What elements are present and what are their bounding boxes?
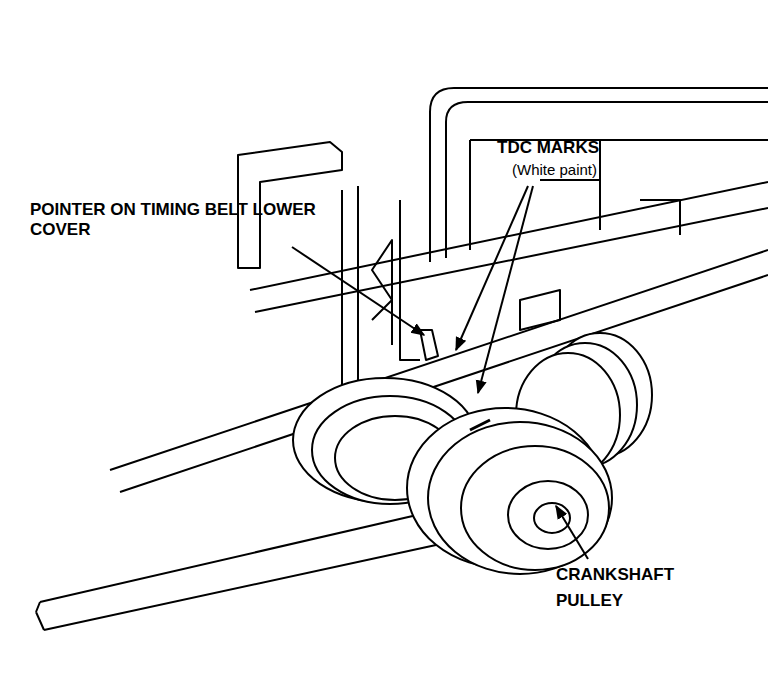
engine-block <box>357 186 359 410</box>
engine-block <box>600 140 680 235</box>
long-shaft <box>36 512 436 630</box>
crankshaft-pulley <box>534 503 570 533</box>
engine-block <box>400 200 420 360</box>
engine-block <box>540 180 600 200</box>
crankshaft-pulley <box>470 420 490 430</box>
leader-line <box>292 186 588 559</box>
crankshaft-pulley <box>461 446 609 570</box>
engine-block <box>520 290 560 330</box>
crankshaft-pulley <box>428 422 612 574</box>
part-label: TDC MARKS <box>497 138 599 158</box>
leader-line <box>456 186 528 350</box>
engine-block <box>446 102 768 258</box>
leader-line <box>478 186 533 393</box>
leader-line <box>292 247 424 335</box>
crankshaft-pulley <box>407 408 612 574</box>
engine-block <box>372 240 392 300</box>
long-shaft <box>44 545 436 630</box>
note-label: (White paint) <box>512 161 597 179</box>
part-label: CRANKSHAFT PULLEY <box>556 562 706 614</box>
engine-block <box>430 88 768 262</box>
leader-line <box>556 506 588 559</box>
part-label: POINTER ON TIMING BELT LOWER COVER <box>30 200 352 240</box>
long-shaft <box>36 602 44 630</box>
